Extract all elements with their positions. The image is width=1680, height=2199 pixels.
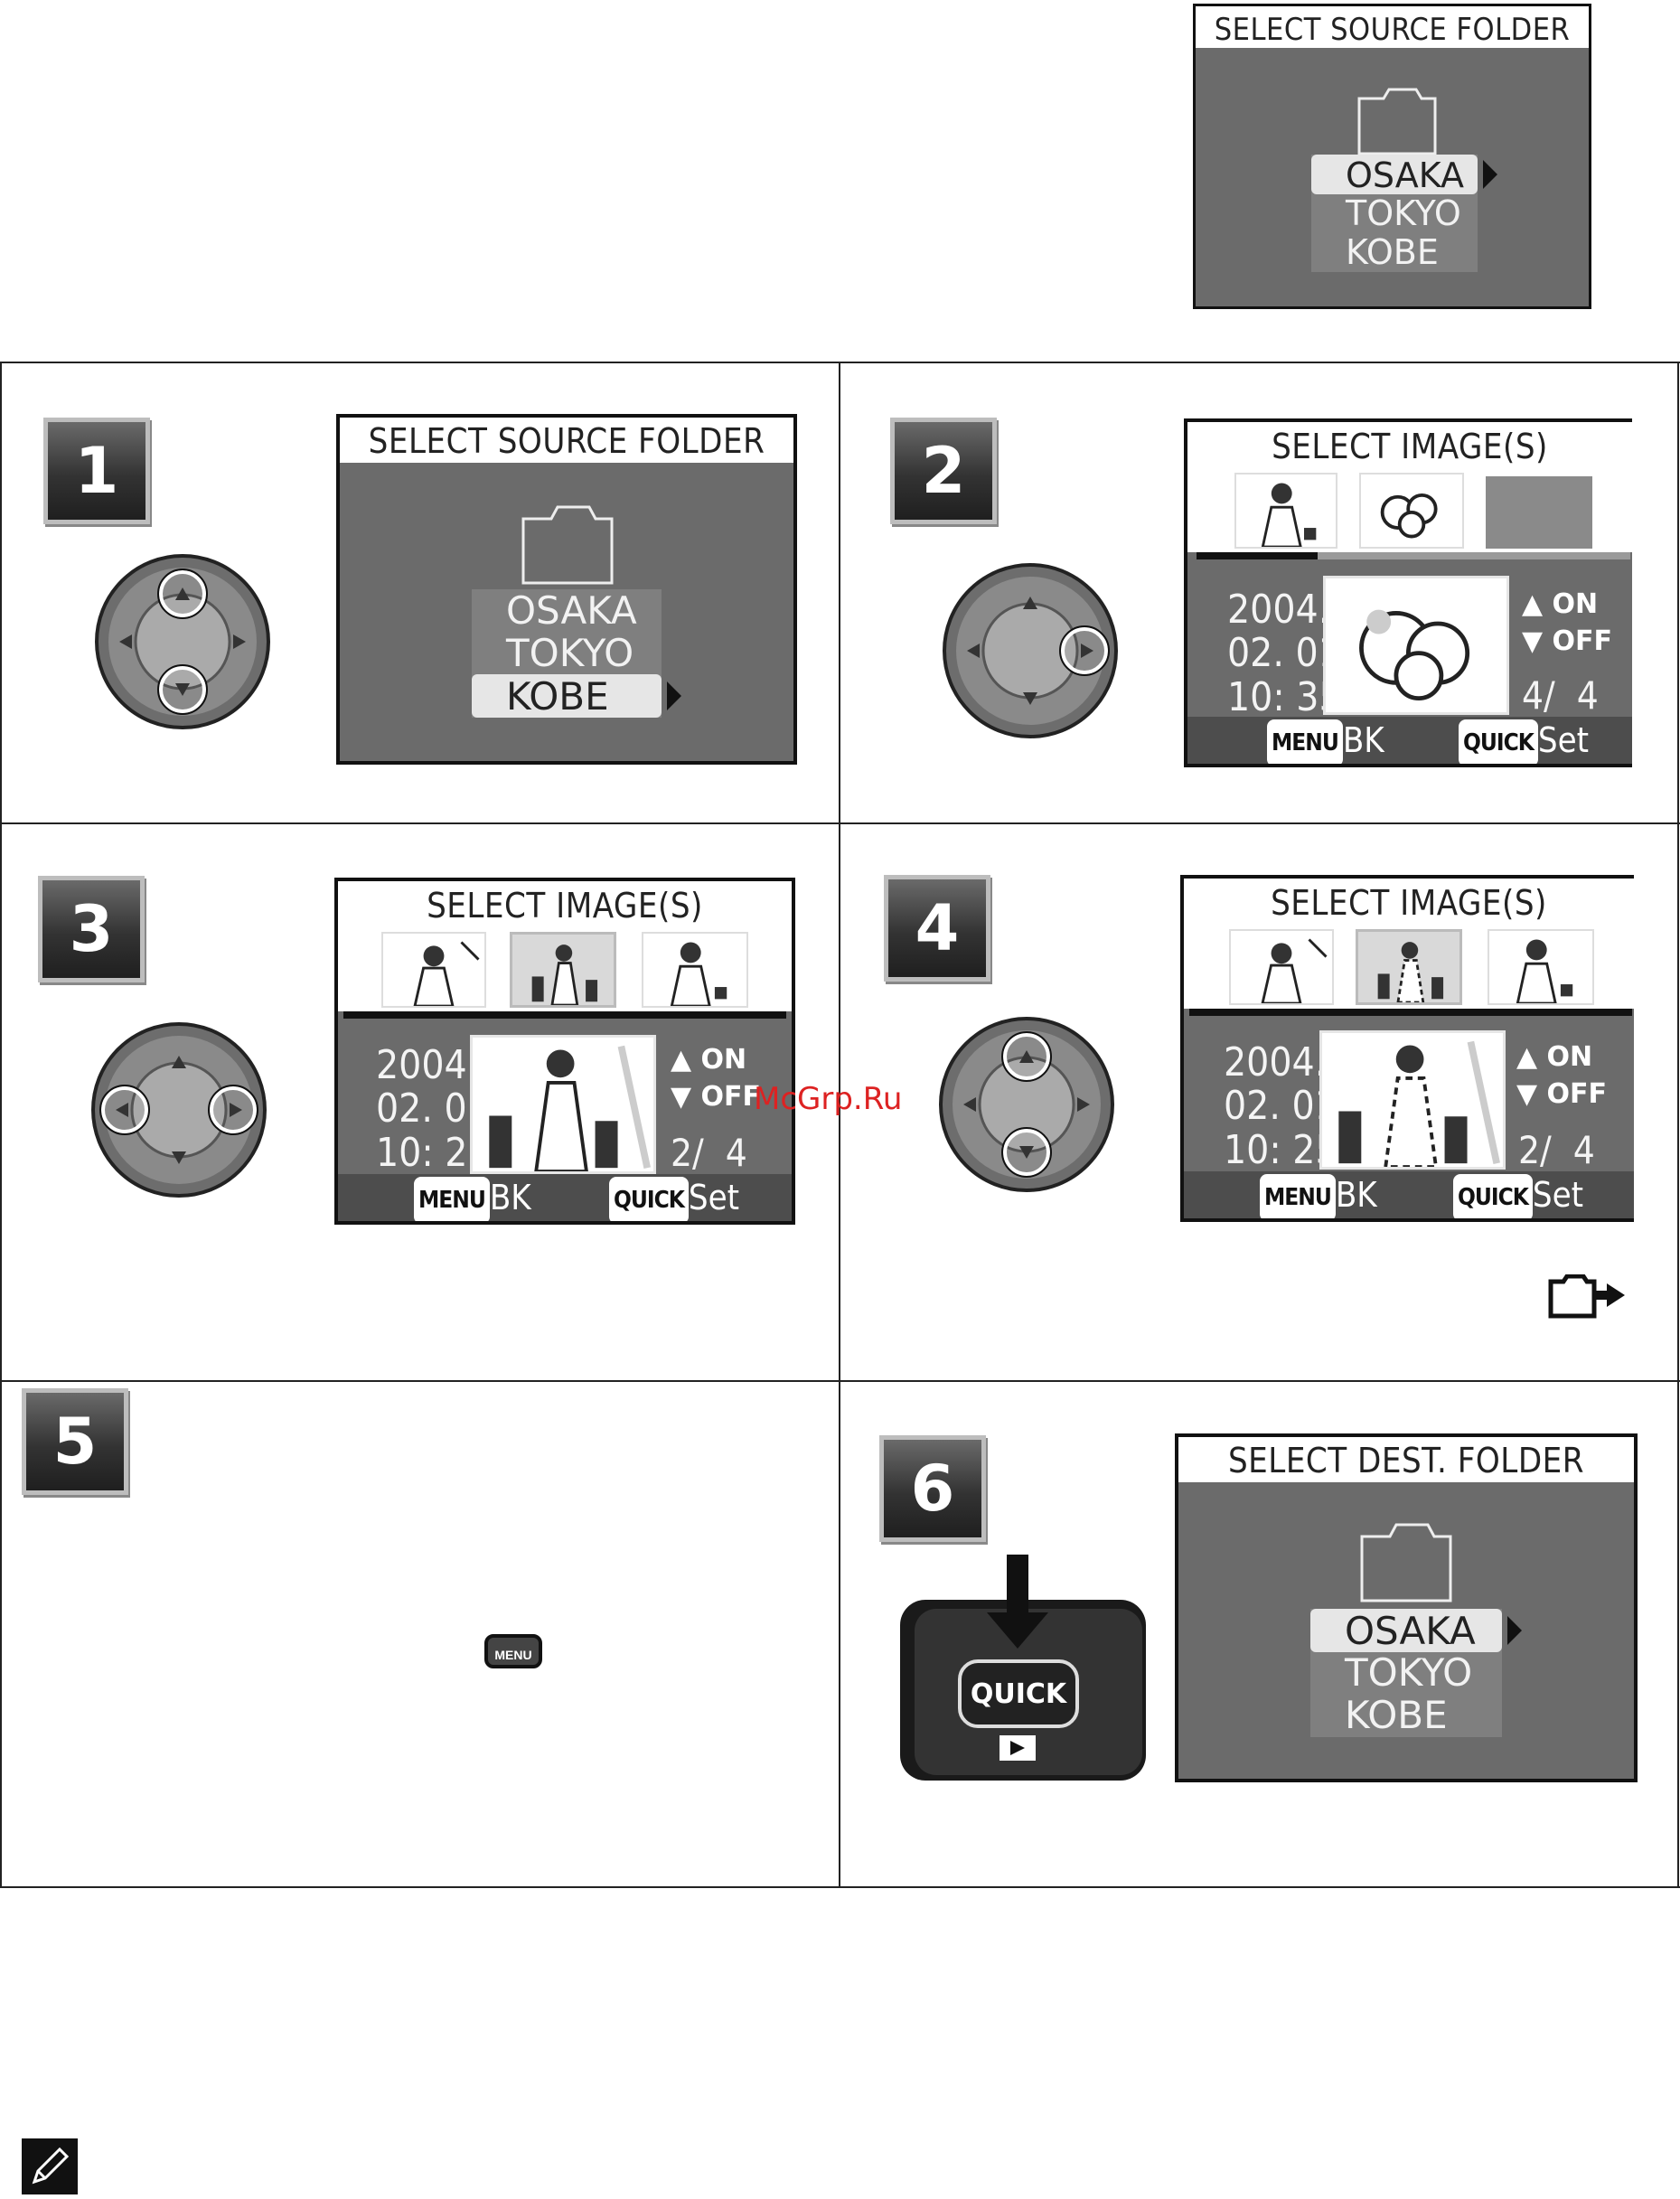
image-preview-family	[470, 1035, 656, 1174]
folder-list: OSAKA TOKYO KOBE	[1310, 1609, 1502, 1737]
folder-list: OSAKA TOKYO KOBE	[1311, 155, 1478, 272]
camera-quick-button-icon: QUICK	[900, 1555, 1146, 1781]
folder-item-tokyo[interactable]: TOKYO	[506, 631, 634, 675]
image-counter: 2/ 4	[1518, 1128, 1595, 1172]
thumbnail-strip	[1187, 467, 1632, 552]
progress-bar	[343, 1011, 786, 1019]
menu-key-icon: MENU	[414, 1176, 490, 1221]
quick-action-label: Set	[1532, 1175, 1584, 1215]
screen-title: SELECT SOURCE FOLDER	[1196, 6, 1589, 48]
screen-title: SELECT IMAGE(S)	[338, 881, 792, 926]
menu-button-icon: MENU	[484, 1634, 542, 1668]
menu-key-icon: MENU	[1267, 719, 1343, 764]
step-3-badge: 3	[38, 876, 145, 982]
thumbnail-tree-woman[interactable]	[1229, 929, 1334, 1005]
down-triangle-icon: ▼	[671, 1081, 692, 1113]
thumbnail-tree-woman[interactable]	[381, 932, 486, 1008]
thumbnail-empty	[1486, 476, 1592, 549]
on-off-toggle[interactable]: ▲ ON ▼ OFF	[1522, 588, 1613, 657]
thumbnail-strip	[338, 926, 792, 1011]
dpad-up-down-icon	[939, 1017, 1114, 1192]
down-triangle-icon: ▼	[1522, 625, 1544, 657]
grid-mid	[839, 362, 840, 1888]
progress-bar	[1197, 552, 1630, 559]
step-1-badge: 1	[43, 418, 150, 524]
screen-title: SELECT SOURCE FOLDER	[340, 418, 793, 463]
progress-bar	[1189, 1009, 1632, 1016]
quick-key-icon: QUICK	[1459, 719, 1538, 764]
step-6-screen: SELECT DEST. FOLDER OSAKA TOKYO KOBE	[1175, 1433, 1638, 1782]
grid-left	[0, 362, 2, 1888]
image-counter: 4/ 4	[1522, 673, 1599, 718]
screen-title: SELECT IMAGE(S)	[1187, 422, 1632, 467]
up-triangle-icon: ▲	[671, 1044, 692, 1076]
folder-item-kobe[interactable]: KOBE	[472, 674, 662, 719]
screen-title: SELECT DEST. FOLDER	[1178, 1437, 1634, 1482]
folder-item-kobe[interactable]: KOBE	[1346, 232, 1439, 272]
step-5-badge: 5	[22, 1388, 128, 1495]
dpad-left-right-icon	[91, 1022, 267, 1198]
watermark: McGrp.Ru	[754, 1081, 903, 1117]
folder-item-osaka[interactable]: OSAKA	[506, 588, 637, 633]
image-counter: 2/ 4	[671, 1131, 747, 1175]
step-6-badge: 6	[879, 1435, 986, 1542]
screen-title: SELECT IMAGE(S)	[1184, 879, 1634, 924]
quick-button-label: QUICK	[971, 1678, 1068, 1710]
quick-action-label: Set	[688, 1178, 740, 1217]
thumbnail-flowers[interactable]	[1359, 473, 1464, 549]
menu-action-label: BK	[489, 1178, 531, 1217]
menu-action-label: BK	[1335, 1175, 1377, 1215]
step-1-screen: SELECT SOURCE FOLDER OSAKA TOKYO KOBE	[336, 414, 797, 765]
on-off-toggle[interactable]: ▲ ON ▼ OFF	[1516, 1041, 1608, 1110]
thumbnail-woman[interactable]	[1488, 929, 1594, 1005]
transfer-to-folder-icon	[1548, 1274, 1625, 1319]
thumbnail-woman[interactable]	[642, 932, 748, 1008]
top-source-folder-screen: SELECT SOURCE FOLDER OSAKA TOKYO KOBE	[1193, 4, 1591, 309]
step-4-badge: 4	[884, 875, 990, 982]
folder-item-tokyo[interactable]: TOKYO	[1346, 193, 1461, 233]
folder-item-tokyo[interactable]: TOKYO	[1345, 1650, 1473, 1695]
quick-key-icon: QUICK	[609, 1176, 689, 1221]
folder-item-osaka[interactable]: OSAKA	[1311, 155, 1478, 195]
up-triangle-icon: ▲	[1516, 1041, 1538, 1073]
dpad-right-icon	[943, 563, 1118, 738]
up-triangle-icon: ▲	[1522, 588, 1544, 620]
thumbnail-woman[interactable]	[1234, 473, 1337, 549]
note-pencil-icon	[22, 2138, 78, 2194]
thumbnail-family[interactable]	[510, 932, 616, 1008]
folder-icon	[1357, 88, 1437, 155]
image-preview-flowers	[1323, 576, 1509, 715]
on-off-toggle[interactable]: ▲ ON ▼ OFF	[671, 1044, 762, 1113]
image-preview-family-selected	[1319, 1030, 1506, 1170]
menu-key-icon: MENU	[1260, 1173, 1336, 1218]
dpad-up-down-icon	[95, 554, 270, 729]
folder-list: OSAKA TOKYO KOBE	[472, 588, 662, 719]
folder-item-osaka[interactable]: OSAKA	[1310, 1609, 1502, 1653]
quick-key-icon: QUICK	[1453, 1173, 1533, 1218]
grid-right	[1677, 362, 1679, 1888]
quick-action-label: Set	[1537, 720, 1590, 760]
step-2-badge: 2	[890, 418, 997, 524]
menu-action-label: BK	[1342, 720, 1384, 760]
folder-item-kobe[interactable]: KOBE	[1345, 1693, 1448, 1737]
thumbnail-family-selected[interactable]	[1356, 929, 1462, 1005]
folder-icon	[1360, 1523, 1452, 1602]
thumbnail-strip	[1184, 924, 1634, 1009]
down-triangle-icon: ▼	[1516, 1078, 1538, 1110]
folder-icon	[521, 505, 614, 585]
